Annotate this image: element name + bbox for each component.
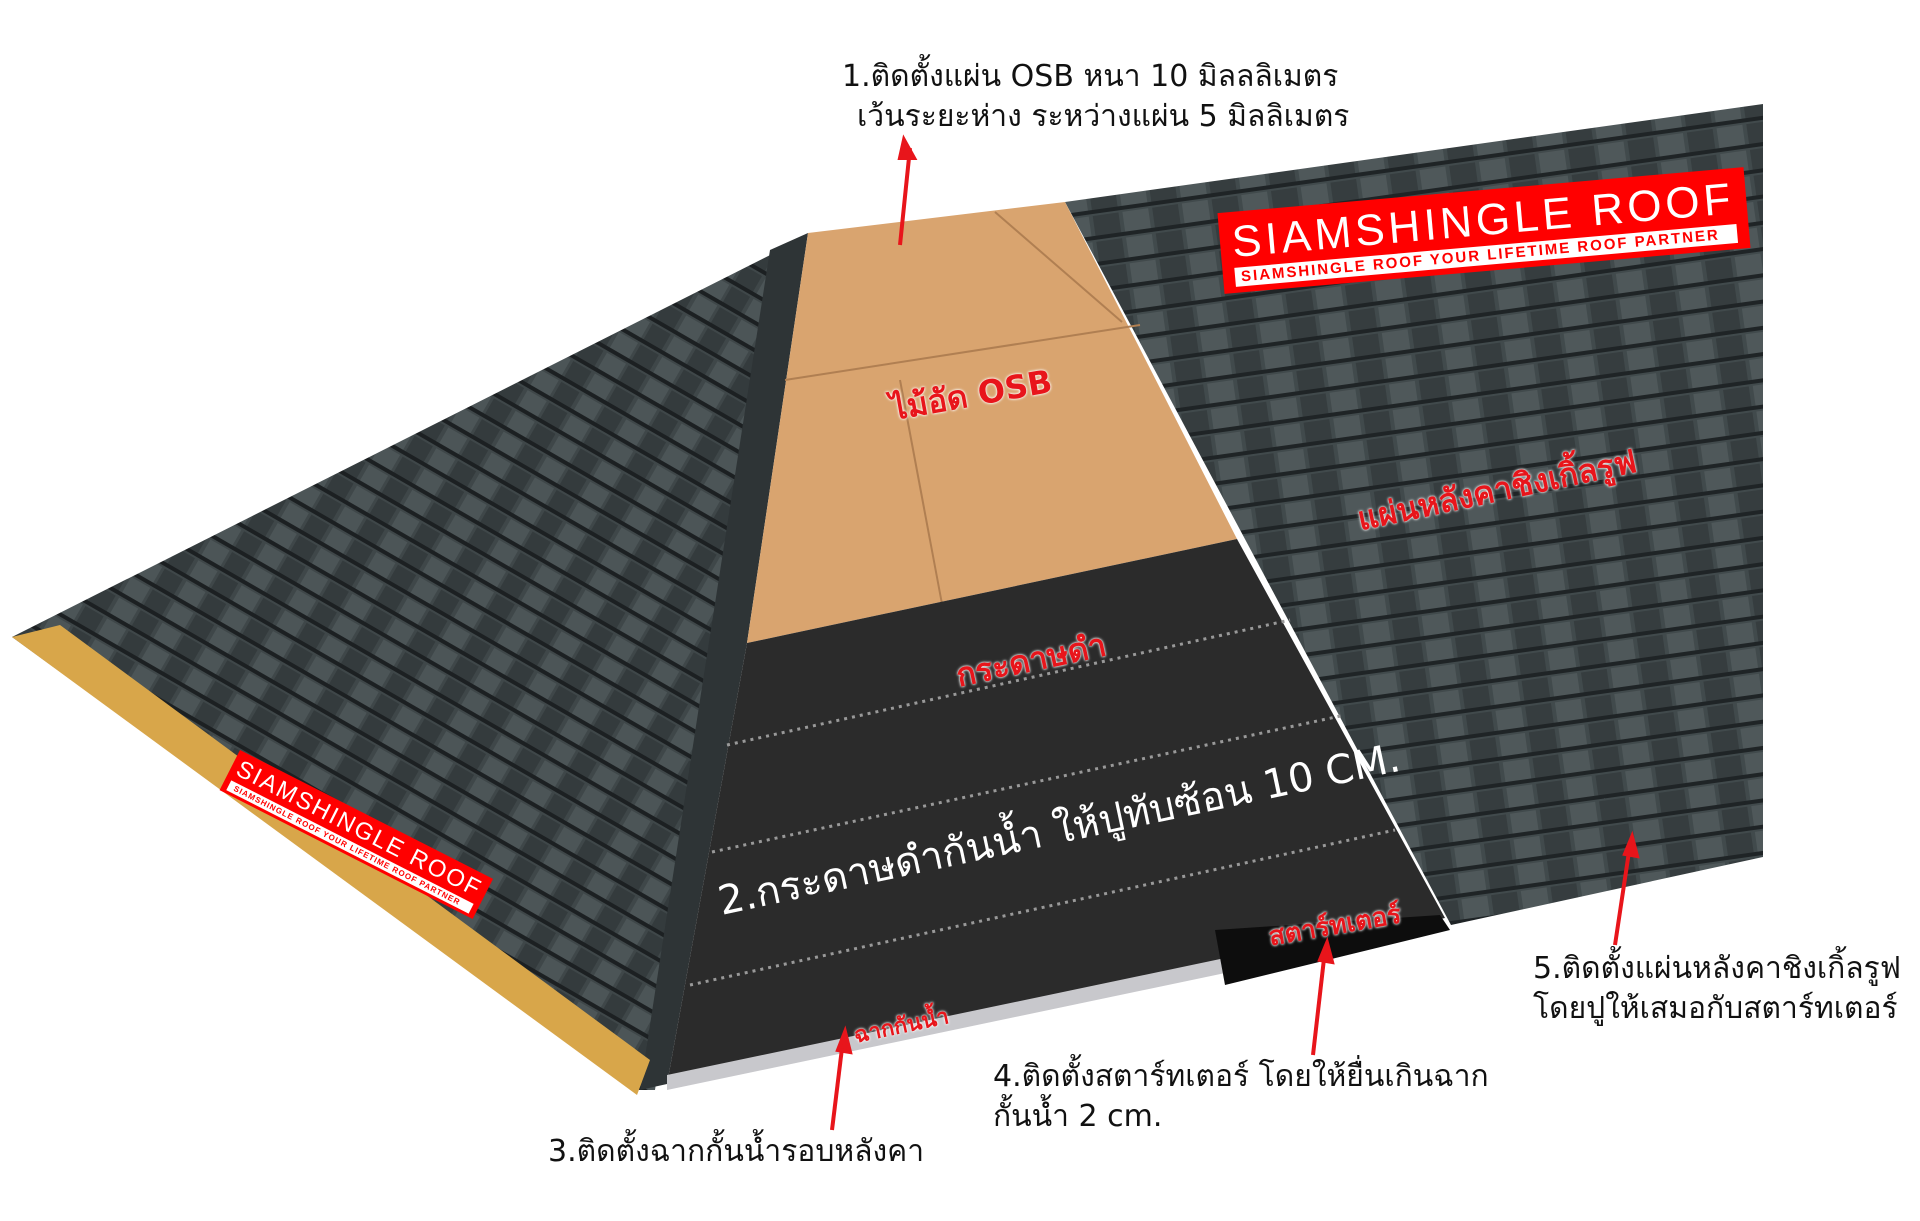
left-roof-face [12, 239, 802, 1090]
step4-line2: กั้นน้ำ 2 cm. [993, 1099, 1163, 1134]
right-roof-face [1065, 104, 1763, 925]
drip-edge [667, 958, 1230, 1090]
step4-line1: 4.ติดตั้งสตาร์ทเตอร์ โดยให้ยื่นเกินฉาก [993, 1059, 1489, 1094]
osb-seams [784, 211, 1141, 621]
fascia-wood [12, 625, 650, 1095]
step5-line1: 5.ติดตั้งแผ่นหลังคาชิงเกิ้ลรูฟ [1533, 951, 1902, 986]
step3-label: 3.ติดตั้งฉากกั้นน้ำรอบหลังคา [548, 1134, 925, 1169]
starter-strip [1215, 915, 1450, 985]
pointer-arrows [830, 134, 1640, 1131]
step5-line2: โดยปูให้เสมอกับสตาร์ทเตอร์ [1533, 991, 1898, 1026]
osb-board [747, 202, 1237, 643]
paper-overlap-lines [689, 618, 1396, 987]
hip-ridge [640, 233, 808, 1090]
step1-line2: เว้นระยะห่าง ระหว่างแผ่น 5 มิลลิเมตร [857, 99, 1350, 134]
step1-line1: 1.ติดตั้งแผ่น OSB หนา 10 มิลลลิเมตร [842, 59, 1339, 94]
